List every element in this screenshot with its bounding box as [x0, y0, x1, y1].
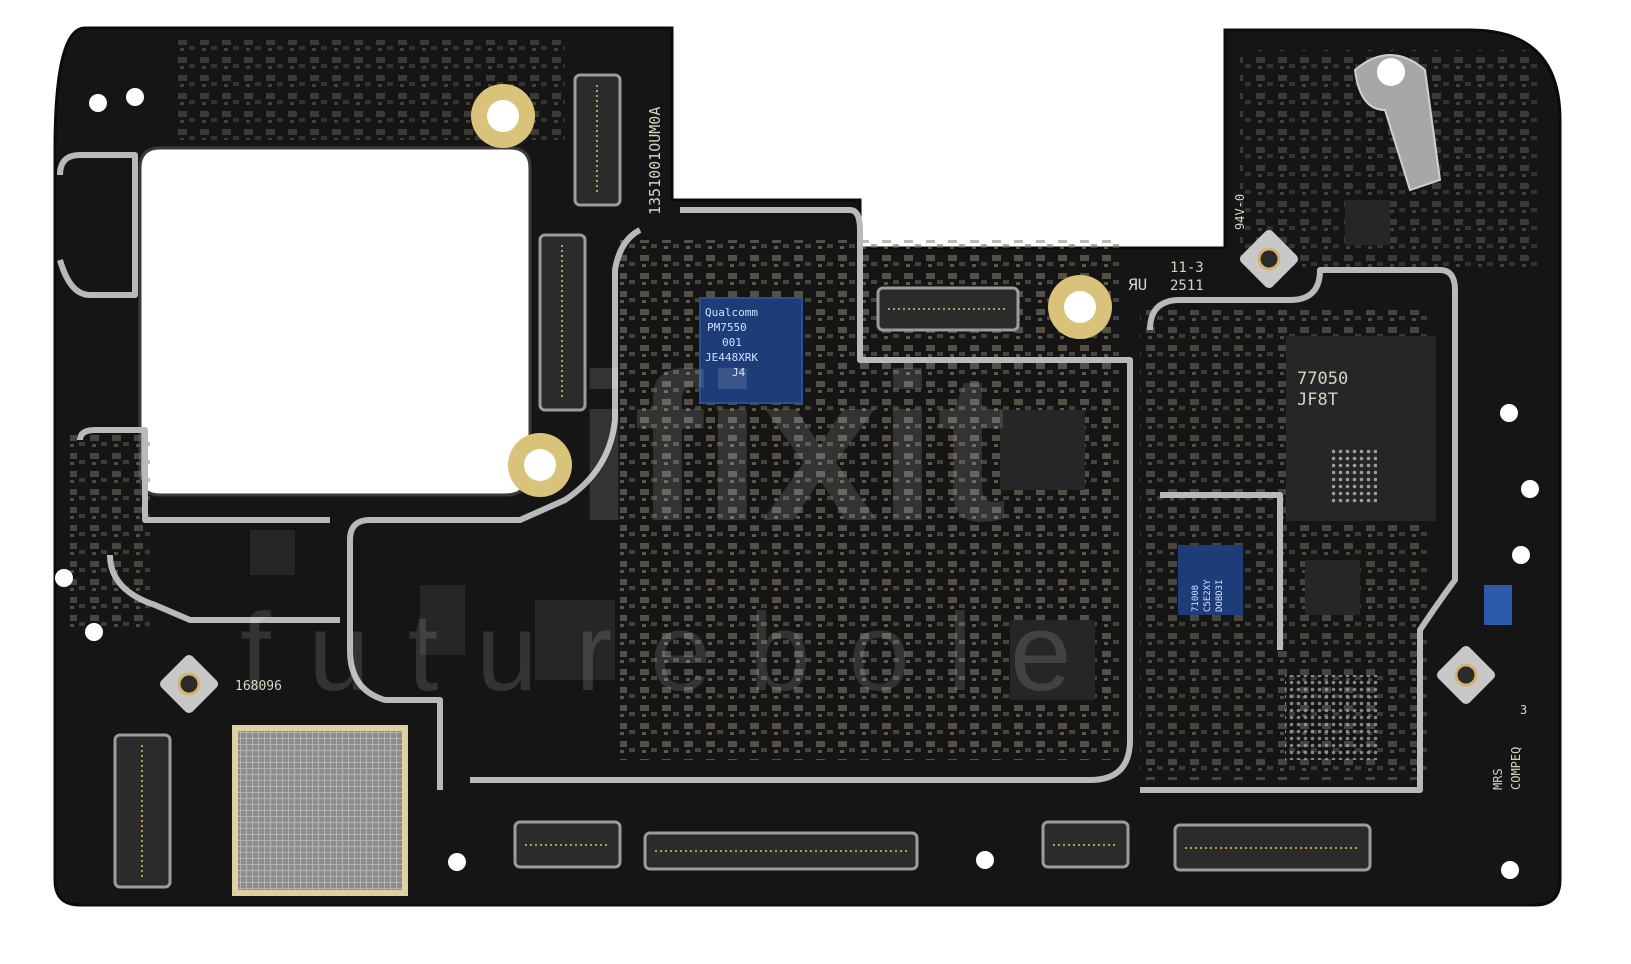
serial-code: 168096	[235, 679, 282, 694]
qualcomm-line4: JE448XRK	[705, 351, 758, 364]
small-blue-chip	[1178, 545, 1243, 615]
qualcomm-line1: Qualcomm	[705, 306, 758, 319]
camera-cutout	[138, 146, 532, 497]
cert-line1: MRS	[1491, 768, 1505, 790]
small-chip-line3: DOBD3I	[1215, 579, 1225, 612]
mounting-hole	[55, 59, 1539, 879]
rf-chip-line1: 77050	[1297, 369, 1348, 389]
coax-connector	[159, 229, 1496, 714]
small-chip-line1: 71008	[1191, 585, 1201, 612]
cert-line2: COMPEQ	[1509, 747, 1523, 790]
board-number: 1351001OUM0A	[646, 107, 664, 215]
date-code-line1: 11-3	[1170, 260, 1204, 276]
rf-chip-line2: JF8T	[1297, 390, 1338, 410]
qualcomm-pmic-chip	[699, 297, 803, 404]
camera-module-mesh	[232, 725, 408, 896]
date-code-line2: 2511	[1170, 278, 1204, 294]
flammability-rating: 94V-0	[1233, 194, 1247, 230]
qualcomm-line2: PM7550	[707, 321, 747, 334]
rf-shield	[57, 152, 1458, 793]
qualcomm-line3: 001	[722, 336, 742, 349]
watermark-small: futurebole	[240, 591, 1109, 714]
cert-number: 3	[1520, 703, 1527, 717]
watermark-big: ifixit	[575, 330, 1007, 565]
ul-mark: ЯU	[1128, 275, 1147, 294]
small-chip-line2: C5E2XY	[1203, 579, 1213, 612]
qualcomm-line5: J4	[732, 366, 746, 379]
